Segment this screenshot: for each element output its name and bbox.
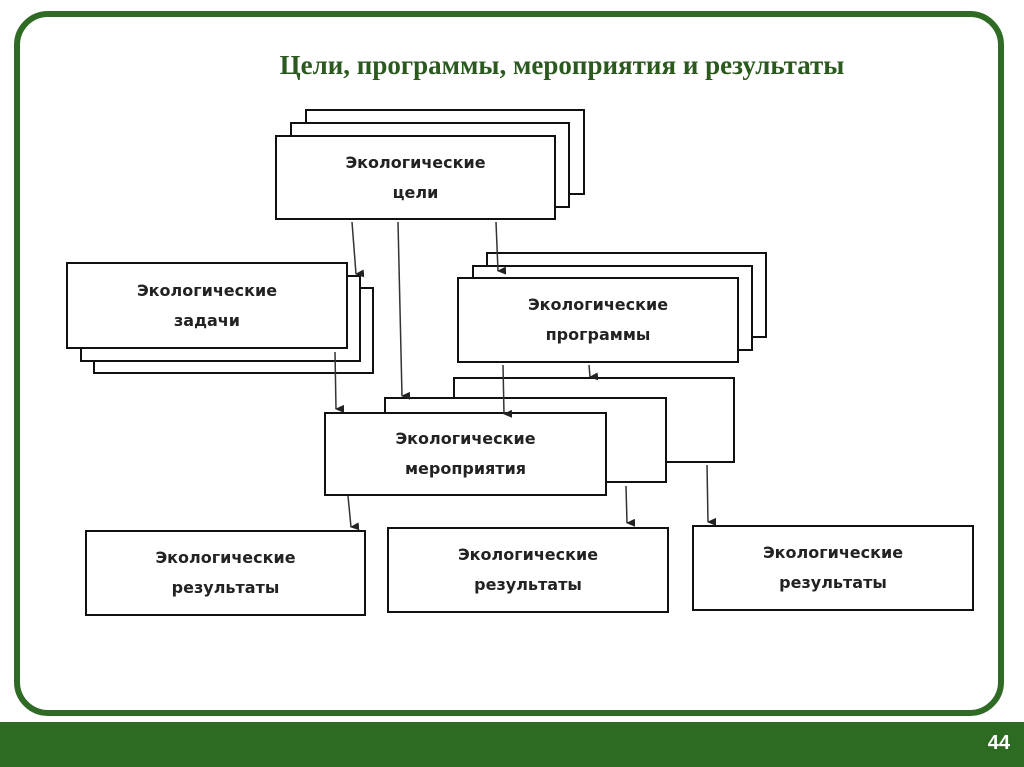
arrow-measures-to-result-3 (706, 464, 717, 526)
arrow-tasks-to-measures (334, 351, 345, 413)
arrow-measures-to-result-1 (347, 495, 360, 531)
footer-bar: 44 (0, 722, 1024, 767)
result-box-2: Экологические результаты (387, 527, 669, 613)
page-number: 44 (987, 732, 1010, 754)
slide-title: Цели, программы, мероприятия и результат… (279, 50, 845, 80)
tasks-label: Экологические задачи (136, 280, 278, 330)
arrow-programs-to-measures (502, 364, 513, 418)
programs-label: Экологические программы (527, 295, 669, 344)
goals-label: Экологические цели (345, 152, 486, 202)
arrow-programs-to-measures-back (588, 364, 599, 381)
result-label-3: Экологические результаты (762, 543, 904, 592)
result-box-3: Экологические результаты (692, 525, 974, 611)
arrow-goals-to-programs (495, 221, 507, 275)
result-label-2: Экологические результаты (457, 545, 599, 594)
measures-label: Экологические мероприятия (395, 429, 536, 478)
measures-box: Экологические мероприятия (324, 412, 607, 496)
arrow-goals-to-tasks (351, 221, 365, 278)
result-label-1: Экологические результаты (155, 548, 296, 597)
arrow-goals-to-measures (397, 221, 411, 400)
result-box-1: Экологические результаты (85, 530, 366, 616)
goals-box: Экологические цели (275, 135, 556, 220)
programs-box: Экологические программы (457, 277, 739, 363)
arrow-measures-to-result-2 (625, 485, 636, 527)
tasks-box: Экологические задачи (66, 262, 348, 349)
